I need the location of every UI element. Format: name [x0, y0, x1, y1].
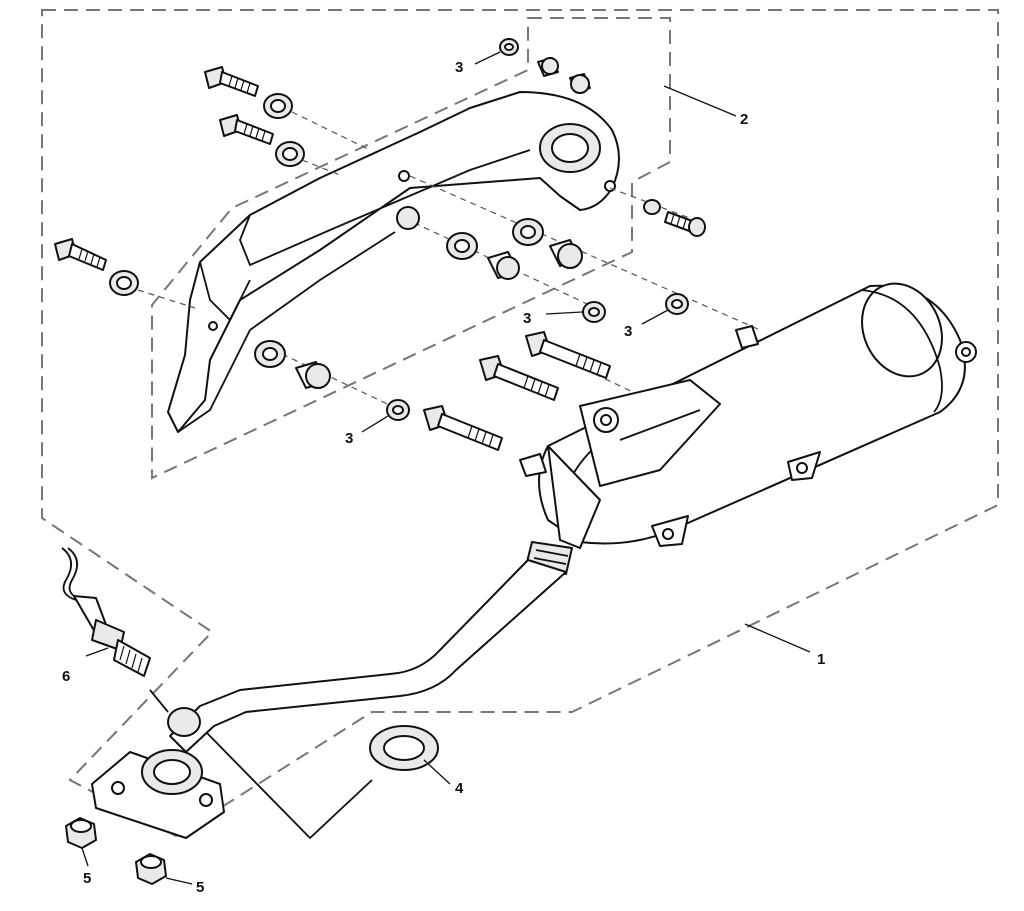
callout-1: 1	[817, 651, 825, 668]
callout-4: 4	[455, 780, 464, 797]
callout-2: 2	[740, 111, 748, 128]
flange-nut-1	[65, 817, 97, 849]
long-bolt-1	[525, 331, 611, 379]
callout-3-lower: 3	[345, 430, 353, 447]
exhaust-flange	[91, 707, 225, 839]
bracket-bolt-middle	[219, 114, 274, 145]
collar-a	[396, 206, 420, 230]
long-bolt-2	[479, 355, 559, 401]
assembly-1-boundary	[41, 9, 999, 838]
callout-3-right: 3	[624, 323, 632, 340]
muffler-bracket	[167, 91, 620, 433]
muffler	[519, 282, 977, 575]
o2-sensor	[61, 547, 169, 713]
callout-6: 6	[62, 668, 70, 685]
callout-3-mid: 3	[523, 310, 531, 327]
bracket-bolt-upper	[204, 66, 259, 97]
callout-5-left: 5	[83, 870, 91, 887]
bracket-bolt-lower	[54, 238, 107, 271]
callout-5-right: 5	[196, 879, 204, 896]
callout-3-top: 3	[455, 59, 463, 76]
washer-small	[643, 199, 661, 215]
exhaust-pipe	[169, 559, 567, 753]
assembly-2-boundary	[151, 17, 671, 480]
small-bolt	[664, 211, 706, 237]
flange-nut-2	[135, 853, 167, 885]
long-bolt-3	[423, 405, 503, 451]
exhaust-gasket	[369, 725, 439, 771]
